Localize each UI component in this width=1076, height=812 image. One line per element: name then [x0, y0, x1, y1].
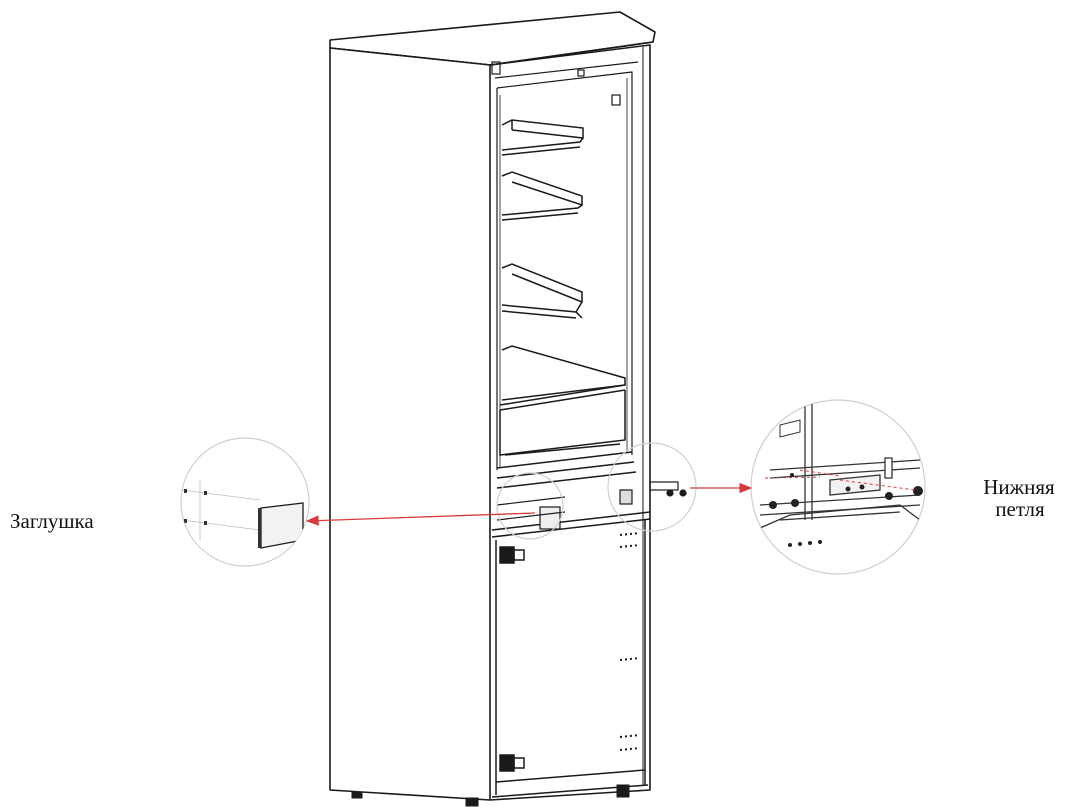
freezer-section	[491, 511, 651, 798]
shelf-3	[501, 263, 583, 319]
lower-hinge-label-line2: петля	[995, 497, 1045, 521]
crisper-drawer	[499, 345, 626, 456]
plug-cover	[260, 502, 304, 549]
hinge-area	[619, 481, 687, 505]
plug-area	[496, 496, 566, 530]
top-hinge	[491, 61, 621, 106]
refrigerator-cabinet	[329, 11, 656, 801]
plug-zoom-circle	[180, 437, 310, 567]
plug-label: Заглушка	[10, 509, 94, 533]
plug-pointer-arrow	[305, 512, 536, 526]
divider	[496, 451, 637, 489]
hinge-zoom-circle	[750, 399, 926, 575]
glass-shelves	[496, 119, 637, 489]
feet	[351, 784, 630, 807]
plug-highlight-circle	[496, 472, 564, 540]
pointer-arrows	[305, 482, 753, 526]
lower-hinge-label: Нижняя петля	[973, 476, 1073, 520]
lower-hinge-label-line1: Нижняя	[983, 475, 1055, 499]
shelf-2	[501, 171, 583, 221]
hinge-highlight-circle	[607, 442, 697, 532]
shelf-1	[501, 119, 584, 156]
